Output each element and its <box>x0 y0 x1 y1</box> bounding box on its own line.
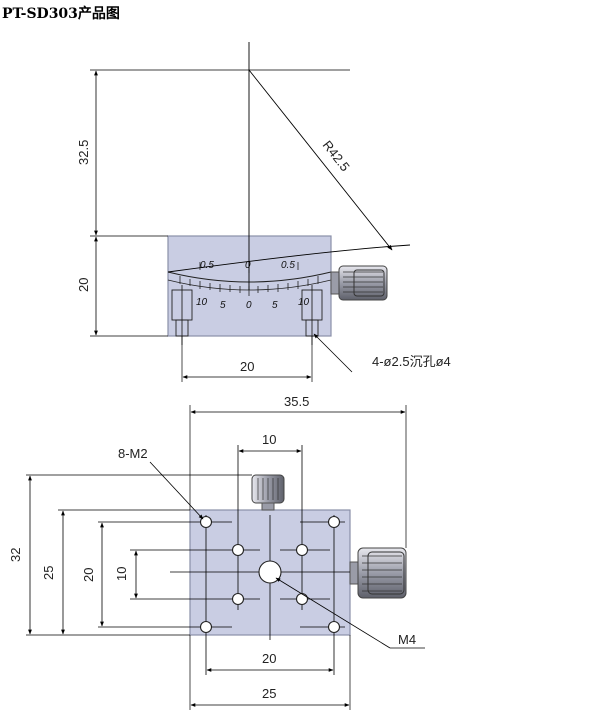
hole-m2 <box>231 543 245 557</box>
dim-label-25-vertical: 25 <box>41 566 56 580</box>
hole-m2 <box>231 592 245 606</box>
hole-m4 <box>258 560 282 584</box>
scale-label: 0 <box>245 260 251 271</box>
dim-label-20-horizontal: 20 <box>240 359 254 374</box>
radius-leader <box>248 69 393 251</box>
thread-leader-8-m2 <box>149 461 204 520</box>
hole-note-leader <box>313 333 353 373</box>
hole-m2 <box>295 592 309 606</box>
hole-note-label: 4-ø2.5沉孔ø4 <box>372 354 451 369</box>
micrometer-knob <box>330 265 388 301</box>
scale-label: 0.5 <box>281 260 295 271</box>
dim-label-32-5: 32.5 <box>76 140 91 165</box>
front-body <box>167 235 332 337</box>
thread-label-8-m2: 8-M2 <box>118 446 148 461</box>
top-view: 35.5 10 8-M2 32 25 20 10 M4 20 25 <box>8 394 425 710</box>
dim-label-32: 32 <box>8 548 23 562</box>
thread-label-m4: M4 <box>398 632 416 647</box>
dim-label-20-bottom: 20 <box>262 651 276 666</box>
dim-label-20-vertical-top: 20 <box>81 568 96 582</box>
dim-label-10-vertical: 10 <box>114 567 129 581</box>
scale-label: 0 <box>246 300 252 311</box>
scale-label: 0.5 <box>200 260 214 271</box>
front-view: 0.5 0 0.5 10 5 0 5 10 <box>76 42 451 382</box>
hole-m2 <box>199 620 213 634</box>
scale-ticks <box>179 262 319 296</box>
top-knob <box>251 474 285 511</box>
thread-leader-m4 <box>275 577 391 649</box>
dim-label-10-horizontal: 10 <box>262 432 276 447</box>
hole-m2 <box>295 543 309 557</box>
dim-label-25-bottom: 25 <box>262 686 276 701</box>
scale-label: 10 <box>298 297 310 308</box>
dim-label-20-vertical: 20 <box>76 278 91 292</box>
hole-m2 <box>327 620 341 634</box>
dim-label-35-5: 35.5 <box>284 394 309 409</box>
hole-m2 <box>327 515 341 529</box>
side-knob <box>349 547 407 599</box>
radius-label: R42.5 <box>320 138 353 175</box>
scale-label: 5 <box>220 300 226 311</box>
page-title: PT-SD303产品图 <box>2 6 120 22</box>
scale-label: 10 <box>196 297 208 308</box>
scale-label: 5 <box>272 300 278 311</box>
threaded-holes <box>199 515 341 634</box>
